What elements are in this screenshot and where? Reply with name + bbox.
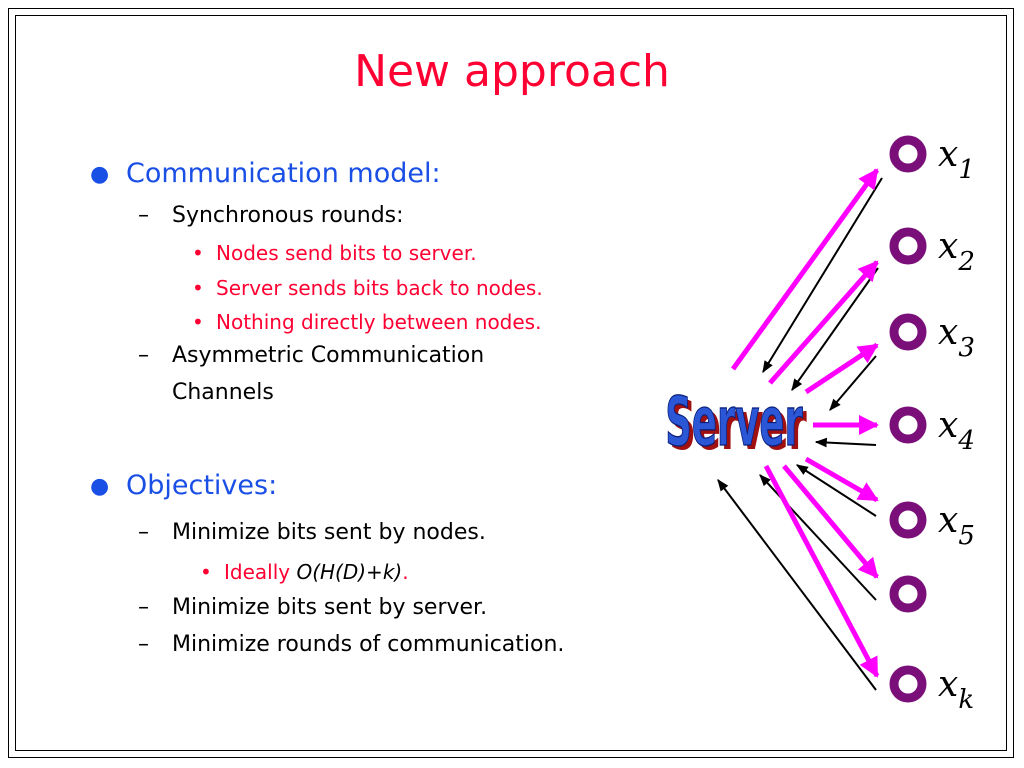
server-to-node-arrow-3 xyxy=(804,342,879,395)
server-to-node-arrow-6 xyxy=(782,464,879,579)
server-to-node-arrow-1 xyxy=(730,168,880,371)
server-to-node-arrow-2 xyxy=(768,260,879,385)
sub-sub-bullet-1: • Nodes send bits to server. xyxy=(192,241,477,265)
node-label: x4 xyxy=(938,405,975,456)
node-ring-icon xyxy=(889,406,927,444)
sub-bullet-asymmetric: – Asymmetric Communication xyxy=(138,343,485,368)
node-ring-icon xyxy=(889,665,927,703)
node-to-server-arrow-6 xyxy=(759,474,877,601)
node-ring-icon xyxy=(889,575,927,613)
sub-bullet-asymmetric-cont: Channels xyxy=(172,380,274,405)
ideally-formula: O(H(D)+k) xyxy=(296,560,403,584)
communication-heading: Communication model: xyxy=(126,158,441,189)
node-to-server-arrow-4 xyxy=(814,437,877,448)
bullet-dot-icon: ● xyxy=(90,162,110,187)
node-label: xk xyxy=(938,664,974,715)
nodes-send-text: Nodes send bits to server. xyxy=(216,241,477,265)
bullet-objectives: ● Objectives: xyxy=(90,470,278,501)
bullet-dot-icon: ● xyxy=(90,474,110,499)
server-sends-text: Server sends bits back to nodes. xyxy=(216,276,543,300)
dash-icon: – xyxy=(138,520,149,545)
sub-sub-bullet-ideally: • Ideally O(H(D)+k). xyxy=(200,560,409,584)
node-to-server-arrow-3 xyxy=(829,355,877,411)
sub-bullet-synchronous: – Synchronous rounds: xyxy=(138,203,404,228)
node-2: x2 xyxy=(889,226,975,277)
nothing-directly-text: Nothing directly between nodes. xyxy=(216,310,542,334)
dash-icon: – xyxy=(138,595,149,620)
node-6 xyxy=(889,575,927,613)
server-to-node-arrow-7 xyxy=(763,464,880,678)
node-3: x3 xyxy=(889,312,975,363)
dash-icon: – xyxy=(138,632,149,657)
objectives-heading: Objectives: xyxy=(126,470,278,501)
server-label-text: Server xyxy=(665,382,803,461)
small-bullet-icon: • xyxy=(192,310,204,334)
node-5: x5 xyxy=(889,500,975,551)
node-label: x3 xyxy=(938,312,975,363)
min-server-text: Minimize bits sent by server. xyxy=(172,595,488,620)
dash-icon: – xyxy=(138,203,149,228)
node-to-server-arrow-5 xyxy=(795,464,877,517)
arrow-group xyxy=(717,168,883,691)
node-group: x1 x2 x3 x4 x5 xk xyxy=(889,134,975,715)
node-to-server-arrow-7 xyxy=(717,479,877,691)
small-bullet-icon: • xyxy=(200,560,212,584)
server-label-shadow: Server xyxy=(669,386,807,465)
node-to-server-arrow-2 xyxy=(791,267,879,391)
node-ring-icon xyxy=(889,135,927,173)
asymmetric-line2: Channels xyxy=(172,380,274,405)
node-label: x1 xyxy=(938,134,975,185)
node-7: xk xyxy=(889,664,974,715)
slide-outer-border xyxy=(8,8,1014,758)
sub-sub-bullet-3: • Nothing directly between nodes. xyxy=(192,310,542,334)
min-nodes-text: Minimize bits sent by nodes. xyxy=(172,520,486,545)
sub-bullet-min-nodes: – Minimize bits sent by nodes. xyxy=(138,520,486,545)
synchronous-text: Synchronous rounds: xyxy=(172,203,404,228)
server-to-node-arrow-5 xyxy=(804,456,879,503)
dash-icon: – xyxy=(138,343,149,368)
node-1: x1 xyxy=(889,134,975,185)
node-ring-icon xyxy=(889,313,927,351)
small-bullet-icon: • xyxy=(192,241,204,265)
node-ring-icon xyxy=(889,501,927,539)
node-4: x4 xyxy=(889,405,975,456)
min-rounds-text: Minimize rounds of communication. xyxy=(172,632,565,657)
node-label: x5 xyxy=(938,500,975,551)
slide-inner-border xyxy=(15,15,1007,751)
asymmetric-line1: Asymmetric Communication xyxy=(172,343,485,368)
node-ring-icon xyxy=(889,227,927,265)
bullet-list: ● Communication model: – Synchronous rou… xyxy=(90,158,565,657)
sub-bullet-min-rounds: – Minimize rounds of communication. xyxy=(138,632,565,657)
sub-bullet-min-server: – Minimize bits sent by server. xyxy=(138,595,488,620)
server-label: Server Server xyxy=(665,381,807,465)
ideally-prefix: Ideally xyxy=(224,560,297,584)
sub-sub-bullet-2: • Server sends bits back to nodes. xyxy=(192,276,543,300)
ideally-suffix: . xyxy=(402,560,409,584)
node-label: x2 xyxy=(938,226,975,277)
bullet-communication-model: ● Communication model: xyxy=(90,158,441,189)
slide-title: New approach xyxy=(354,46,670,97)
node-to-server-arrow-1 xyxy=(762,177,883,374)
small-bullet-icon: • xyxy=(192,276,204,300)
